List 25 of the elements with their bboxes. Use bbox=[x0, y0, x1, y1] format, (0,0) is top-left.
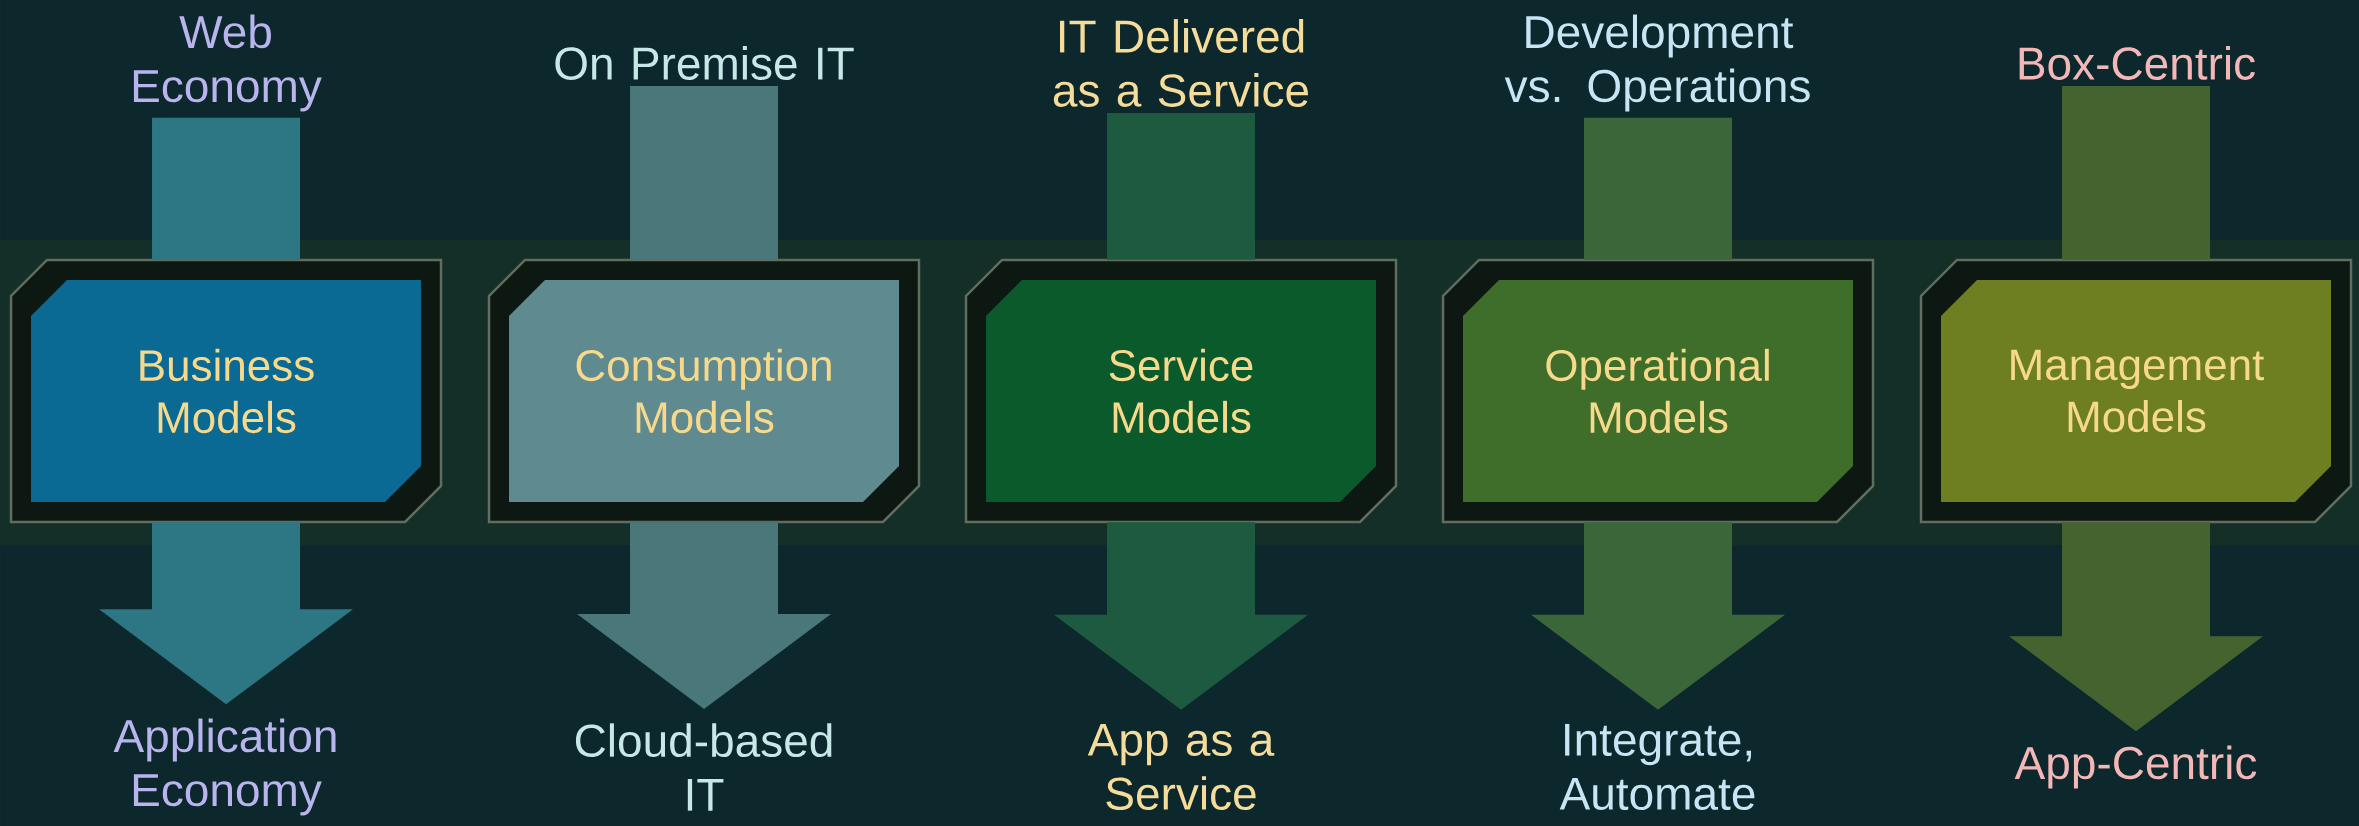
model-box: Business Models bbox=[9, 258, 443, 524]
arrow bbox=[2009, 522, 2263, 732]
arrow-shaft bbox=[152, 117, 300, 260]
arrow-shaft bbox=[1107, 113, 1255, 260]
arrow-shaft bbox=[1584, 117, 1732, 260]
outcome-text: Application Economy bbox=[113, 718, 336, 816]
heading-text: On Premise IT bbox=[555, 46, 854, 80]
arrow bbox=[99, 522, 353, 705]
outcome-text: App as a Service bbox=[1087, 723, 1275, 811]
outcome-text: Integrate, Automate bbox=[1559, 723, 1755, 811]
model-box: Service Models bbox=[964, 258, 1398, 524]
outcome-text: Cloud-based IT bbox=[575, 723, 832, 811]
outcome-text: App-Centric bbox=[2014, 745, 2257, 789]
arrow bbox=[1054, 522, 1308, 710]
arrow bbox=[577, 522, 831, 710]
arrow bbox=[1531, 522, 1785, 710]
model-box: Consumption Models bbox=[487, 258, 921, 524]
arrow-shaft bbox=[2062, 86, 2210, 260]
model-box: Management Models bbox=[1919, 258, 2353, 524]
arrow-shaft bbox=[630, 86, 778, 260]
heading-text: Development vs. Operations bbox=[1504, 14, 1810, 112]
heading-text: Box-Centric bbox=[2019, 46, 2255, 80]
model-box: Operational Models bbox=[1441, 258, 1875, 524]
heading-text: IT Delivered as a Service bbox=[1053, 19, 1308, 107]
heading-text: Web Economy bbox=[133, 14, 322, 112]
